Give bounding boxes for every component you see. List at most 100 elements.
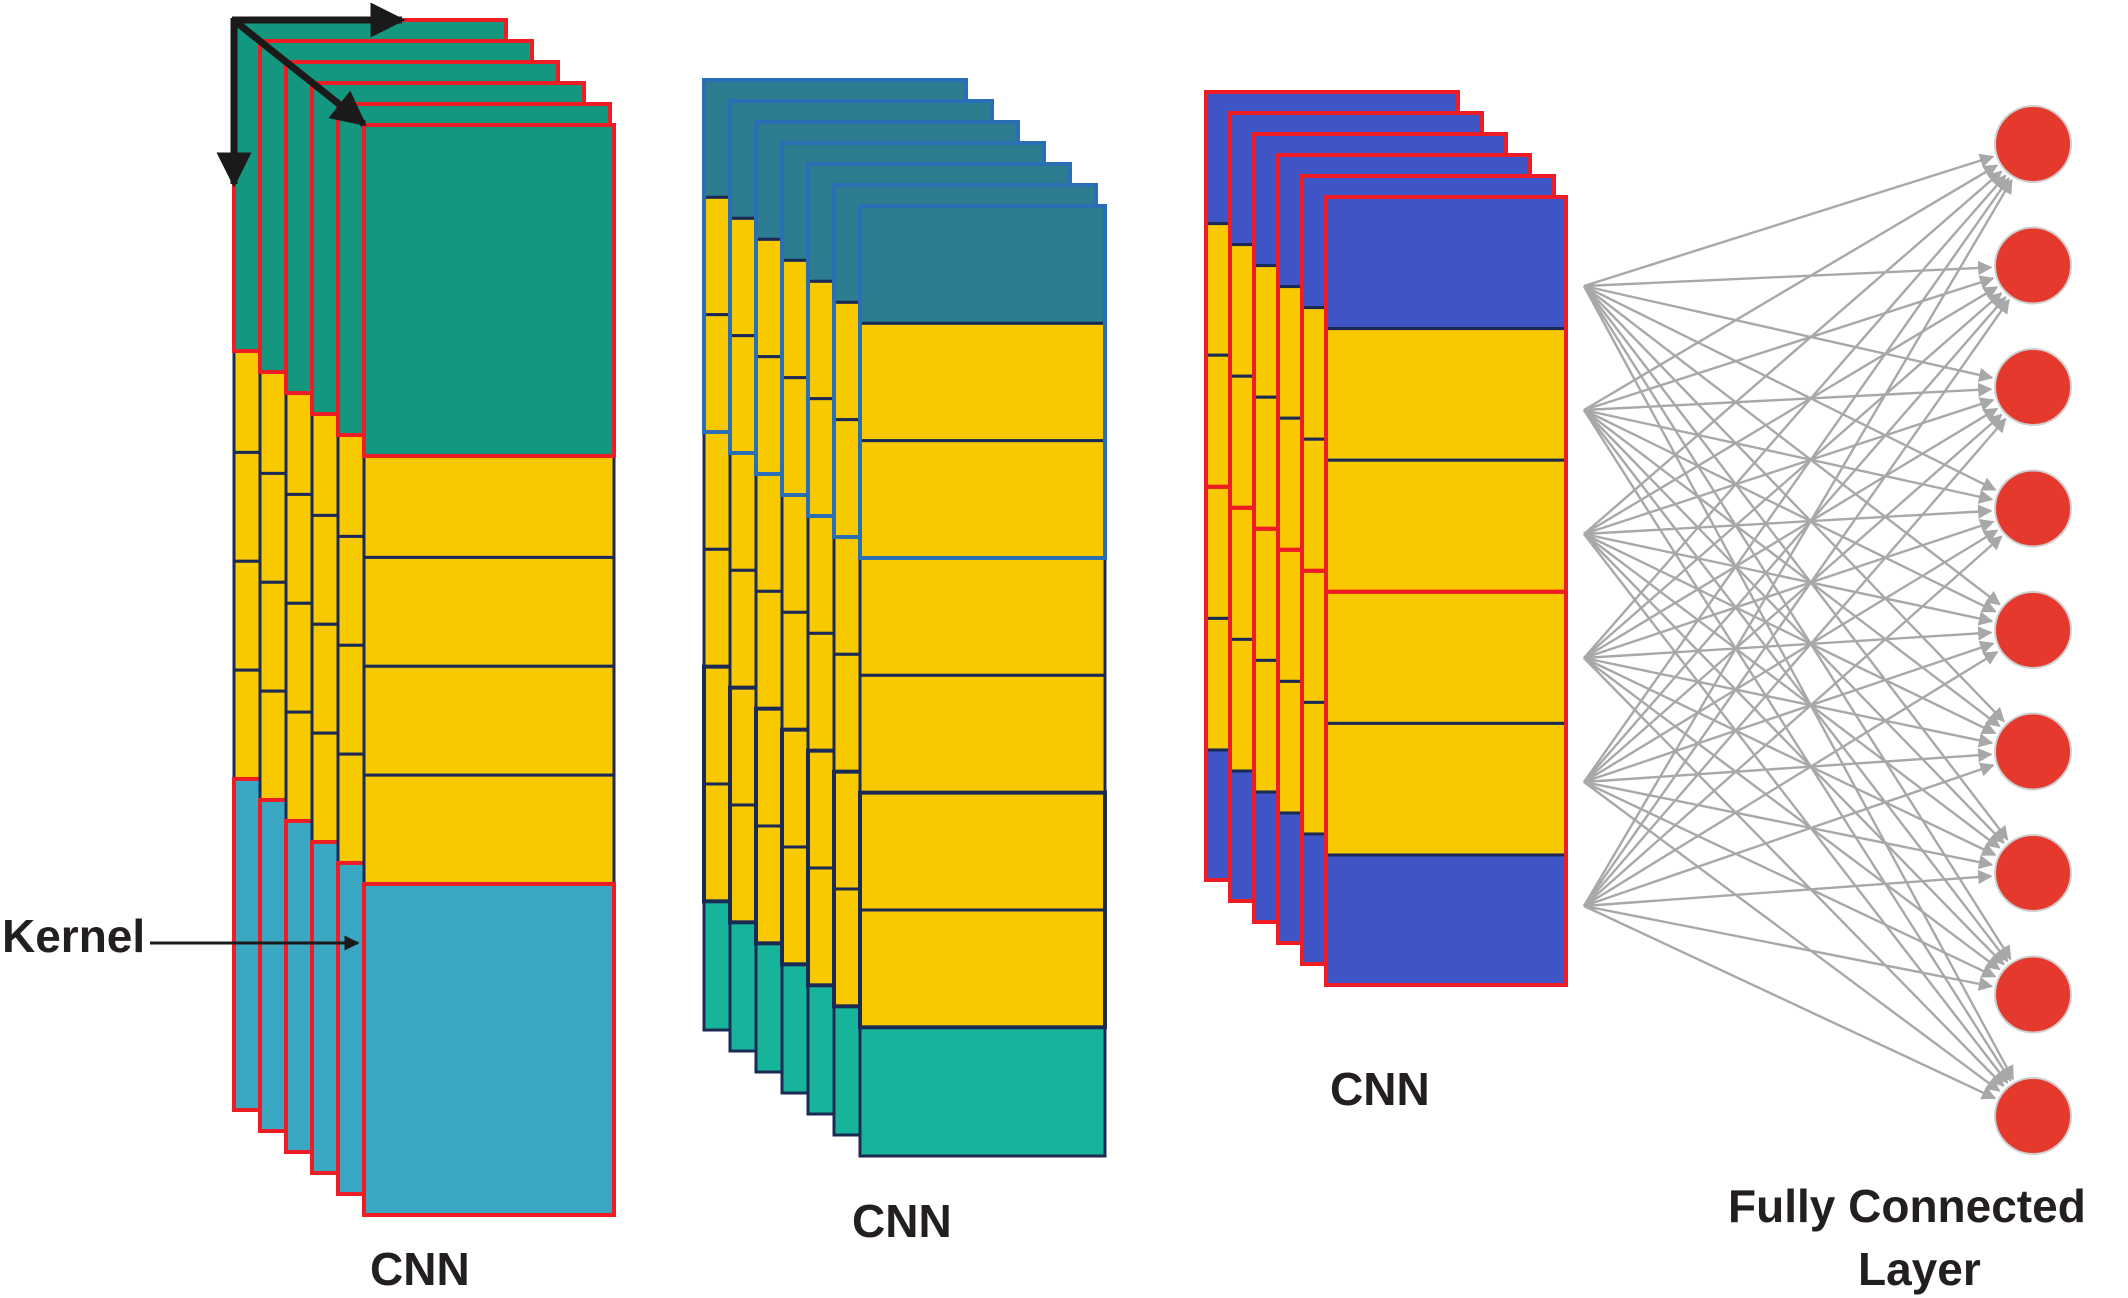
connection-edge <box>1583 780 1997 978</box>
stride-arrows <box>216 2 406 188</box>
connection-edge <box>1583 780 1994 870</box>
connection-edge <box>1583 656 1997 856</box>
fc-node <box>1994 105 2072 183</box>
segment <box>362 664 616 777</box>
cnn-label-1: CNN <box>370 1243 470 1295</box>
cnn-block-1 <box>232 18 616 1217</box>
connection-edge <box>1583 781 2001 1092</box>
segment <box>1324 458 1568 594</box>
kernel-window <box>362 123 616 459</box>
connection-edge <box>1583 408 1994 504</box>
fc-node <box>1994 469 2072 548</box>
connection-edge <box>1583 397 1995 536</box>
kernel-window <box>362 881 616 1217</box>
segment <box>858 439 1107 560</box>
segment <box>1324 327 1568 462</box>
fully-connected-nodes <box>1994 105 2072 1155</box>
segment <box>362 454 616 559</box>
connection-edge <box>1583 409 2001 728</box>
connection-edge <box>1583 174 2007 659</box>
fc-node <box>1994 591 2072 669</box>
kernel-window <box>1324 589 1568 988</box>
connection-edge <box>1583 657 2001 971</box>
filter-sheet <box>1324 195 1568 988</box>
connection-edge <box>1582 285 2012 961</box>
connection-edge <box>1583 286 1999 536</box>
connection-edge <box>1583 748 1993 784</box>
connection-edge <box>1583 656 1994 748</box>
fully-connected-edges <box>1582 153 2015 1100</box>
connection-edge <box>1583 285 2001 606</box>
segment <box>1324 590 1568 725</box>
segment <box>362 773 616 886</box>
segment <box>1324 853 1568 987</box>
connection-edge <box>1583 640 1995 784</box>
connection-edge <box>1583 296 2007 783</box>
connection-edge <box>1583 533 2009 1084</box>
connection-edge <box>1583 532 1994 626</box>
connection-edge <box>1583 153 1995 288</box>
connection-edge <box>1583 533 2005 966</box>
connection-edge <box>1583 762 1995 908</box>
fc-node <box>1994 226 2072 305</box>
connection-edge <box>1583 275 1995 412</box>
segment <box>858 204 1107 325</box>
connection-edge <box>1583 164 1999 412</box>
segment <box>858 908 1107 1029</box>
connection-edge <box>1583 177 2010 783</box>
stride-arrow-diagonal <box>233 19 367 127</box>
filter-sheet <box>362 123 616 1217</box>
connection-edge <box>1583 904 1997 1100</box>
connection-edge <box>1583 904 1994 991</box>
connection-edge <box>1583 532 1997 735</box>
segment <box>1324 721 1568 857</box>
fc-node <box>1994 834 2072 912</box>
connection-edge <box>1583 285 2009 841</box>
connection-edge <box>1583 417 2007 907</box>
connection-edge <box>1583 260 1993 288</box>
fc-label-line2: Layer <box>1858 1243 1981 1295</box>
segment <box>858 321 1107 443</box>
fc-node <box>1994 1077 2072 1155</box>
kernel-label: Kernel <box>2 910 145 962</box>
connection-edge <box>1582 178 2013 907</box>
cnn-block-2 <box>702 78 1107 1158</box>
connection-edge <box>1583 284 1997 491</box>
segment <box>858 791 1107 912</box>
connection-edge <box>1583 285 2005 723</box>
cnn-label-2: CNN <box>852 1195 952 1247</box>
segment <box>858 556 1107 677</box>
connection-edge <box>1583 535 2003 907</box>
connection-edge <box>1583 170 2003 535</box>
segment <box>362 555 616 668</box>
connection-edge <box>1583 408 1997 613</box>
connection-edge <box>1583 284 1994 382</box>
fc-node <box>1994 712 2072 791</box>
fc-node <box>1994 955 2072 1034</box>
segment <box>858 1025 1107 1158</box>
connection-edge <box>1583 626 1993 660</box>
segment <box>362 882 616 1217</box>
connection-edge <box>1583 413 2003 783</box>
cnn-label-3: CNN <box>1330 1063 1430 1115</box>
fc-label-line1: Fully Connected <box>1728 1180 2086 1232</box>
kernel-window <box>858 790 1107 1030</box>
connection-edge <box>1582 409 2012 1082</box>
connection-edge <box>1583 409 2009 963</box>
connection-edge <box>1583 869 1993 908</box>
connection-edge <box>1583 650 1999 908</box>
cnn-block-3 <box>1204 90 1568 988</box>
fc-node <box>1994 348 2072 426</box>
segment <box>362 123 616 458</box>
segment <box>1324 195 1568 331</box>
kernel-window <box>858 204 1107 560</box>
connection-edge <box>1583 409 2005 844</box>
segment <box>858 673 1107 795</box>
filter-sheet <box>858 204 1107 1158</box>
connection-edge <box>1583 529 1999 784</box>
connection-edge <box>1583 519 1995 660</box>
connection-edge <box>1582 285 2015 1081</box>
connection-edge <box>1583 657 2005 1088</box>
connection-edge <box>1583 533 2001 849</box>
